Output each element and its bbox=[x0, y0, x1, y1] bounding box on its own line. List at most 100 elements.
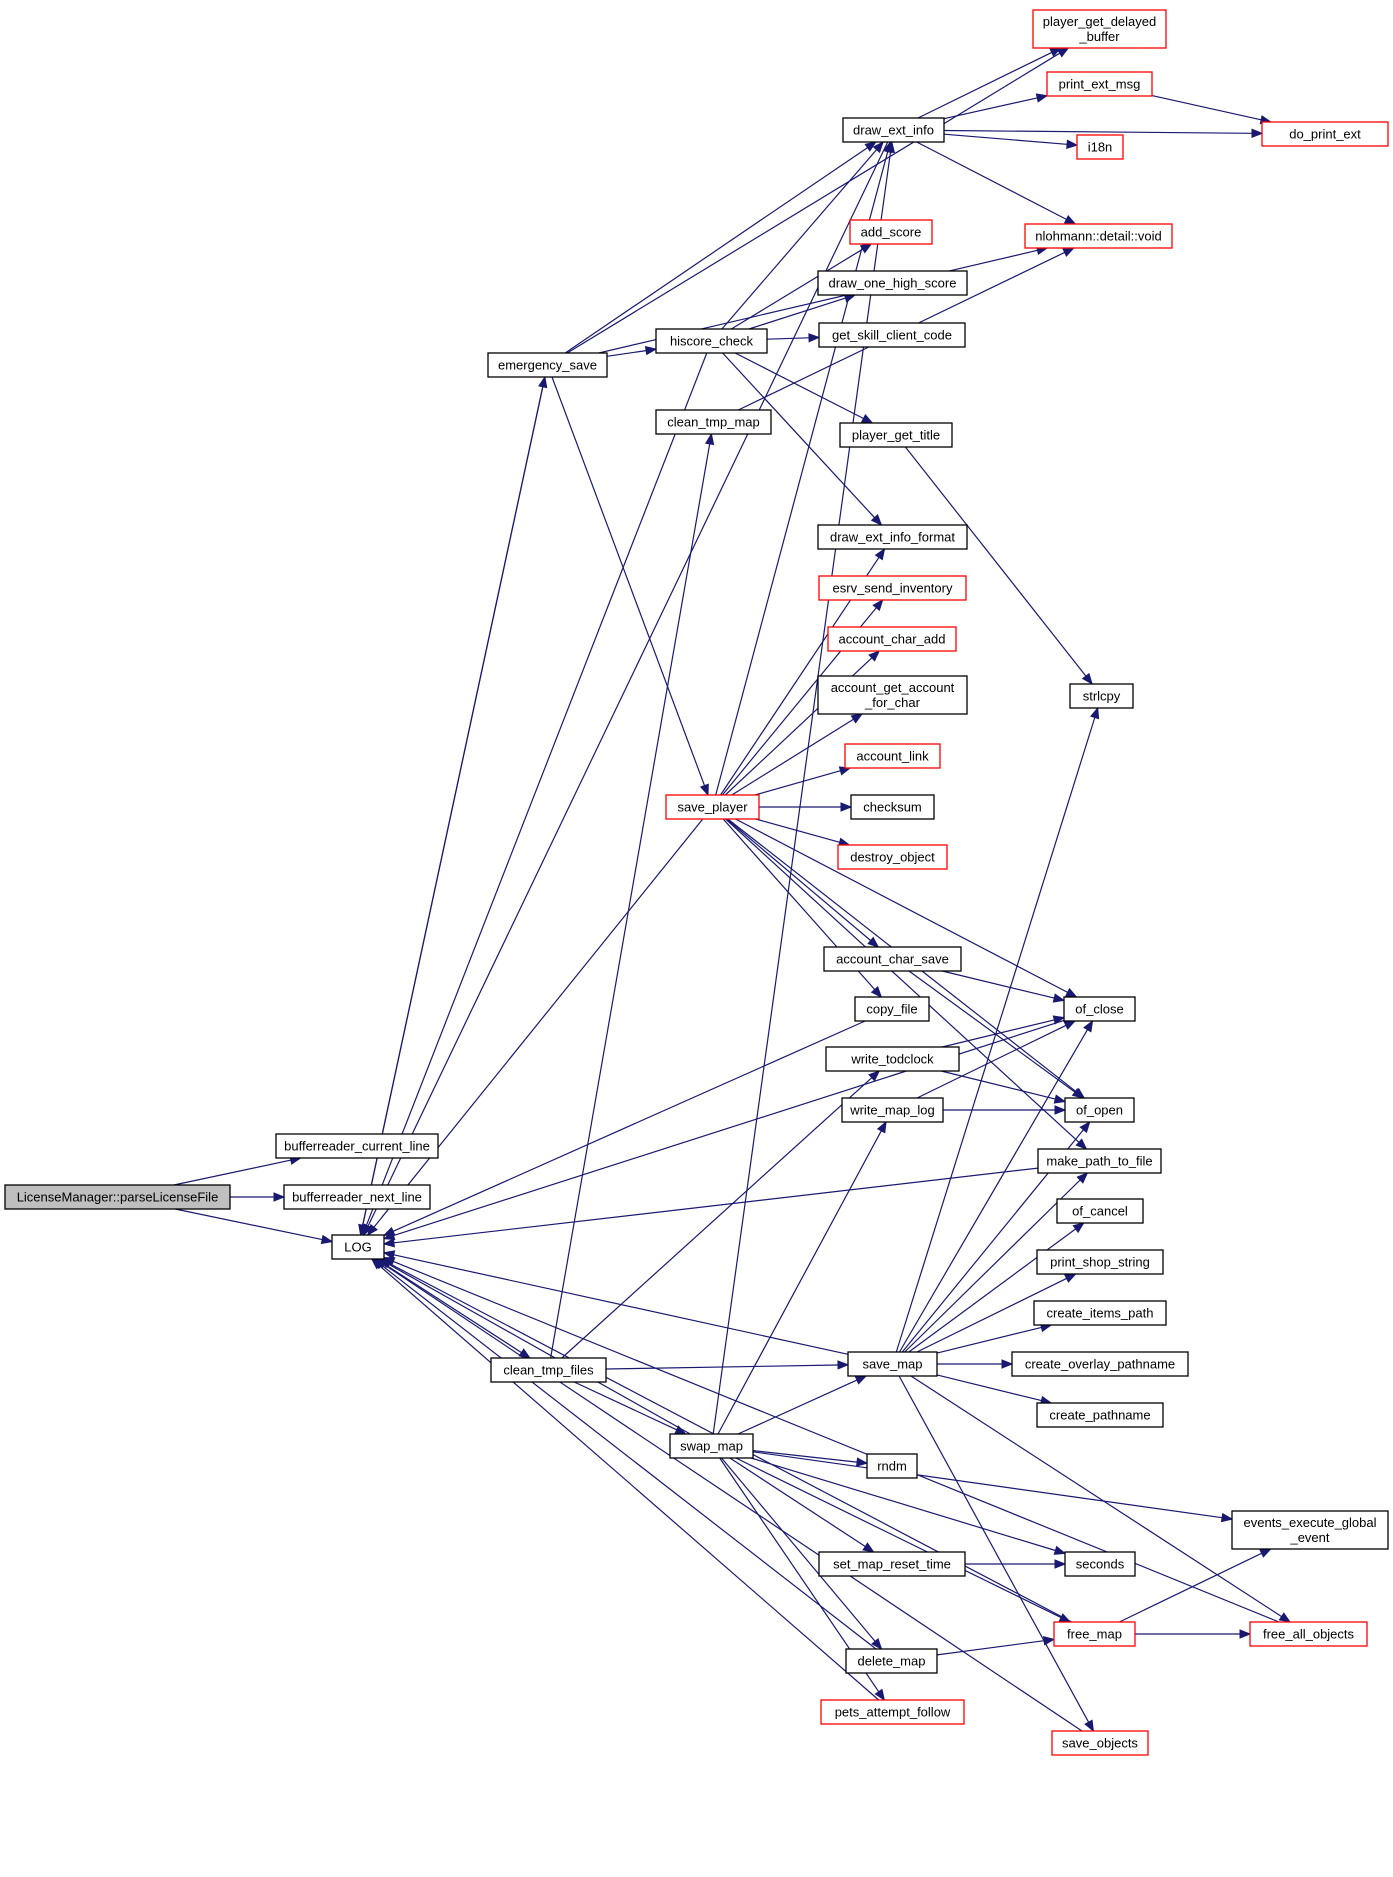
node-pem[interactable]: print_ext_msg bbox=[1046, 71, 1153, 97]
edge-line bbox=[726, 818, 871, 941]
node-cpn[interactable]: create_pathname bbox=[1036, 1402, 1164, 1428]
node-box bbox=[1076, 134, 1124, 160]
node-so[interactable]: save_objects bbox=[1051, 1730, 1149, 1756]
edge-line bbox=[393, 1254, 849, 1355]
edge-hsc-to-adds bbox=[730, 243, 873, 330]
node-pgt[interactable]: player_get_title bbox=[839, 422, 953, 448]
node-gscc[interactable]: get_skill_client_code bbox=[818, 322, 966, 348]
edge-sp-to-cks bbox=[759, 802, 853, 812]
arrowhead bbox=[644, 345, 658, 356]
arrowhead bbox=[362, 1223, 371, 1237]
node-box bbox=[818, 575, 967, 601]
edge-parse-to-bcl bbox=[173, 1155, 302, 1186]
node-pgdb[interactable]: player_get_delayed_buffer bbox=[1032, 9, 1167, 49]
node-mptf[interactable]: make_path_to_file bbox=[1037, 1148, 1162, 1174]
node-ofo[interactable]: of_open bbox=[1064, 1097, 1135, 1123]
edge-line bbox=[717, 1130, 882, 1435]
node-ofca[interactable]: of_cancel bbox=[1056, 1198, 1144, 1224]
arrowhead bbox=[1054, 1105, 1067, 1115]
node-cks[interactable]: checksum bbox=[850, 794, 935, 820]
edge-sm-to-cip bbox=[936, 1322, 1053, 1354]
arrowhead bbox=[1083, 1019, 1094, 1033]
node-al[interactable]: account_link bbox=[844, 743, 941, 769]
node-wtc[interactable]: write_todclock bbox=[825, 1046, 960, 1072]
node-adds[interactable]: add_score bbox=[849, 219, 933, 245]
node-box bbox=[823, 946, 962, 972]
edge-line bbox=[173, 1159, 292, 1186]
node-ctm[interactable]: clean_tmp_map bbox=[655, 409, 772, 435]
node-rndm[interactable]: rndm bbox=[866, 1453, 918, 1479]
edge-line bbox=[943, 133, 1068, 145]
edge-hsc-to-dei bbox=[721, 140, 884, 330]
edge-line bbox=[904, 446, 1087, 677]
node-box bbox=[1036, 1402, 1164, 1428]
node-label: _for_char bbox=[864, 695, 921, 710]
node-cf[interactable]: copy_file bbox=[854, 996, 930, 1022]
node-aca[interactable]: account_char_add bbox=[827, 626, 957, 652]
node-label: copy_file bbox=[866, 1002, 917, 1017]
edge-line bbox=[737, 1379, 858, 1435]
arrowhead bbox=[868, 1070, 881, 1082]
node-sm[interactable]: save_map bbox=[847, 1351, 938, 1377]
edge-line bbox=[908, 970, 1076, 1093]
arrowhead bbox=[382, 1230, 396, 1240]
edge-swm-to-eege bbox=[752, 1451, 1234, 1523]
node-label: pets_attempt_follow bbox=[835, 1705, 951, 1720]
edge-line bbox=[550, 443, 711, 1359]
node-esi[interactable]: esrv_send_inventory bbox=[818, 575, 967, 601]
edge-line bbox=[734, 352, 864, 420]
arrowhead bbox=[854, 1375, 868, 1385]
edge-line bbox=[367, 141, 889, 1227]
node-pss[interactable]: print_shop_string bbox=[1036, 1249, 1164, 1275]
node-log[interactable]: LOG bbox=[331, 1234, 385, 1260]
node-label: make_path_to_file bbox=[1046, 1154, 1152, 1169]
node-label: account_link bbox=[856, 749, 929, 764]
node-wml[interactable]: write_map_log bbox=[841, 1097, 944, 1123]
arrowhead bbox=[1220, 1512, 1234, 1523]
node-box bbox=[817, 675, 968, 715]
node-hsc[interactable]: hiscore_check bbox=[655, 328, 768, 354]
node-cop[interactable]: create_overlay_pathname bbox=[1011, 1351, 1189, 1377]
node-ems[interactable]: emergency_save bbox=[487, 352, 608, 378]
node-box bbox=[283, 1184, 431, 1210]
edge-line bbox=[573, 1381, 677, 1431]
node-dohs[interactable]: draw_one_high_score bbox=[817, 270, 968, 296]
node-sec[interactable]: seconds bbox=[1064, 1551, 1136, 1577]
node-bnl[interactable]: bufferreader_next_line bbox=[283, 1184, 431, 1210]
node-box bbox=[1051, 1730, 1149, 1756]
arrowhead bbox=[1075, 1138, 1088, 1150]
node-deif[interactable]: draw_ext_info_format bbox=[817, 524, 968, 550]
node-fm[interactable]: free_map bbox=[1053, 1621, 1136, 1647]
node-dm[interactable]: delete_map bbox=[845, 1648, 938, 1674]
node-ofc[interactable]: of_close bbox=[1063, 996, 1136, 1022]
node-eege[interactable]: events_execute_global_event bbox=[1231, 1510, 1389, 1550]
node-agafc[interactable]: account_get_account_for_char bbox=[817, 675, 968, 715]
node-ctf[interactable]: clean_tmp_files bbox=[490, 1357, 607, 1383]
node-box bbox=[331, 1234, 385, 1260]
node-box bbox=[1032, 9, 1167, 49]
edge-line bbox=[916, 141, 1067, 220]
edge-sp-to-mptf bbox=[725, 818, 1088, 1150]
node-i18n[interactable]: i18n bbox=[1076, 134, 1124, 160]
node-acs[interactable]: account_char_save bbox=[823, 946, 962, 972]
node-cip[interactable]: create_items_path bbox=[1033, 1300, 1167, 1326]
node-smrt[interactable]: set_map_reset_time bbox=[818, 1551, 966, 1577]
node-box bbox=[837, 844, 948, 870]
node-fao[interactable]: free_all_objects bbox=[1249, 1621, 1368, 1647]
node-box bbox=[1033, 1300, 1167, 1326]
node-paf[interactable]: pets_attempt_follow bbox=[820, 1699, 965, 1725]
node-dpe[interactable]: do_print_ext bbox=[1261, 121, 1389, 147]
node-swm[interactable]: swap_map bbox=[669, 1433, 754, 1459]
edge-dei-to-dpe bbox=[943, 128, 1264, 139]
node-dob[interactable]: destroy_object bbox=[837, 844, 948, 870]
edge-line bbox=[729, 1457, 866, 1548]
node-strl[interactable]: strlcpy bbox=[1069, 683, 1134, 709]
node-bcl[interactable]: bufferreader_current_line bbox=[275, 1133, 439, 1159]
node-dei[interactable]: draw_ext_info bbox=[842, 117, 945, 143]
node-nlv[interactable]: nlohmann::detail::void bbox=[1024, 223, 1173, 249]
node-box bbox=[818, 322, 966, 348]
arrowhead bbox=[1081, 672, 1093, 686]
node-sp[interactable]: save_player bbox=[665, 794, 760, 820]
edge-line bbox=[748, 297, 846, 330]
node-parse[interactable]: LicenseManager::parseLicenseFile bbox=[4, 1184, 231, 1210]
